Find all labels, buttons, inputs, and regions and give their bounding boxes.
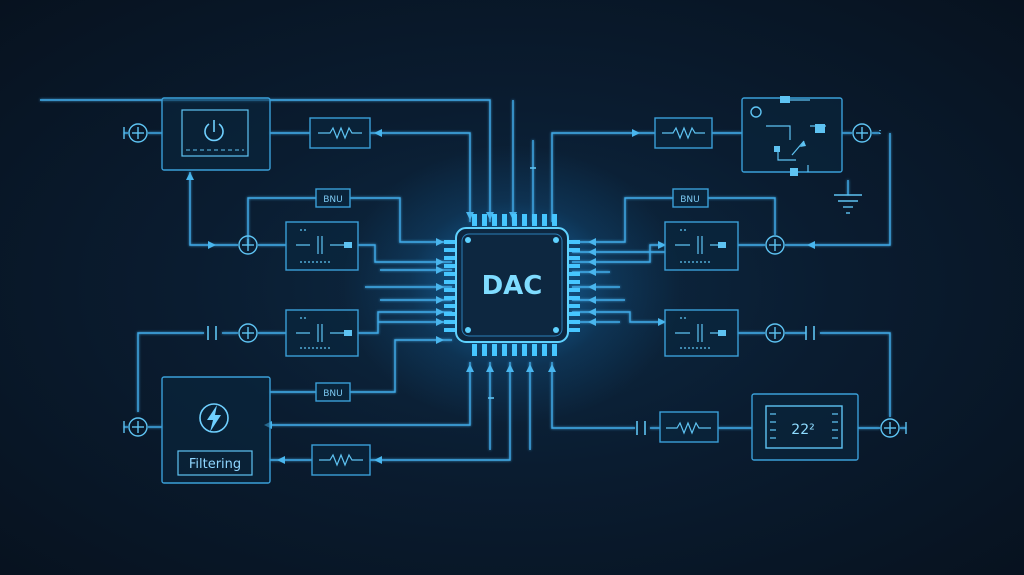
filtering-box: Filtering <box>161 376 271 484</box>
plus-node-icon <box>128 417 148 437</box>
lightning-icon <box>199 403 229 433</box>
resistor-bottom-left <box>311 444 371 476</box>
filtering-label: Filtering <box>189 457 241 472</box>
wires <box>40 99 906 461</box>
bnu-tag-bottom-left: ΒΝU <box>315 382 351 402</box>
relay-box <box>741 96 843 176</box>
bnu-tag-top-left: ΒΝU <box>315 188 351 208</box>
resistor-top-left <box>309 117 371 149</box>
component-block-right-lower <box>664 309 739 357</box>
resistor-bottom-right <box>659 411 719 443</box>
plus-node-icon <box>238 323 258 343</box>
component-block-left-upper <box>285 221 359 271</box>
plus-node-icon <box>765 235 785 255</box>
ground-icon <box>834 194 862 214</box>
plus-node-icon <box>128 123 148 143</box>
plus-node-icon <box>880 418 900 438</box>
summing-nodes <box>128 123 900 438</box>
capacitor-icons <box>207 167 815 435</box>
chip-pins <box>444 214 580 356</box>
component-block-left-lower <box>285 309 359 357</box>
tag-label: ΒΝU <box>323 389 343 399</box>
plus-node-icon <box>238 235 258 255</box>
component-block-right-upper <box>664 221 739 271</box>
chip-body <box>455 227 569 343</box>
resistor-top-right <box>654 117 713 149</box>
display-box: 22² <box>751 393 859 461</box>
plus-node-icon <box>852 123 872 143</box>
power-box <box>161 97 271 171</box>
plus-node-icon <box>765 323 785 343</box>
power-icon <box>204 120 224 142</box>
display-readout: 22² <box>791 422 814 438</box>
bnu-tag-top-right: ΒΝU <box>672 188 709 208</box>
chip-label: DAC <box>482 271 543 301</box>
dac-chip: DAC <box>444 214 580 356</box>
tag-label: ΒΝU <box>680 195 700 205</box>
tag-label: ΒΝU <box>323 195 343 205</box>
